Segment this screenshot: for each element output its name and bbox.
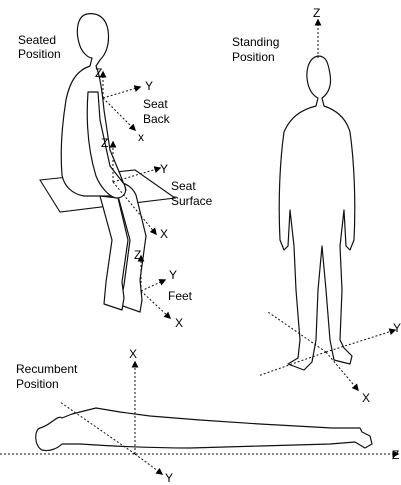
seat-back-y-label: Y <box>145 79 153 93</box>
seat-surface-z-label: Z <box>101 136 108 150</box>
standing-position-title-line1: Standing <box>232 35 279 49</box>
feet-y-label: Y <box>169 268 177 282</box>
seat-surface-label-line2: Surface <box>171 194 213 208</box>
seat-surface-y-label: Y <box>160 162 168 176</box>
feet-z-label: Z <box>134 248 141 262</box>
recumbent-position-title-line1: Recumbent <box>16 362 78 376</box>
seat-back-z-label: Z <box>95 66 102 80</box>
feet-x-label: X <box>175 316 183 330</box>
seated-position-title-line2: Position <box>18 47 61 61</box>
feet-y-axis <box>141 280 165 291</box>
seated-figure-group: Seated Position Z Y x Seat Back Z Y X Se… <box>18 14 213 330</box>
feet-label: Feet <box>168 289 193 303</box>
recumbent-person-figure <box>36 408 372 451</box>
seat-back-label-line2: Back <box>143 112 171 126</box>
seat-back-x-axis <box>103 98 135 130</box>
recumbent-z-label: Z <box>392 448 399 462</box>
seat-back-label-line1: Seat <box>143 97 168 111</box>
seat-back-y-axis <box>103 87 140 98</box>
standing-position-title-line2: Position <box>232 50 275 64</box>
standing-figure-group: Standing Position Z Y X <box>232 6 401 405</box>
seat-surface-x-label: X <box>160 227 168 241</box>
standing-z-label: Z <box>313 6 320 20</box>
recumbent-y-label: Y <box>165 471 173 485</box>
seat-back-x-label: x <box>138 130 144 144</box>
standing-x-label: X <box>362 391 370 405</box>
standing-person-figure <box>279 56 355 370</box>
recumbent-y-axis-front <box>135 454 162 474</box>
recumbent-position-title-line2: Position <box>16 377 59 391</box>
seated-position-title-line1: Seated <box>18 33 56 47</box>
seat-surface-label-line1: Seat <box>171 179 196 193</box>
feet-x-axis <box>141 291 170 318</box>
standing-y-label: Y <box>393 321 401 335</box>
recumbent-x-label: X <box>129 347 137 361</box>
standing-y-axis-back <box>258 352 326 376</box>
